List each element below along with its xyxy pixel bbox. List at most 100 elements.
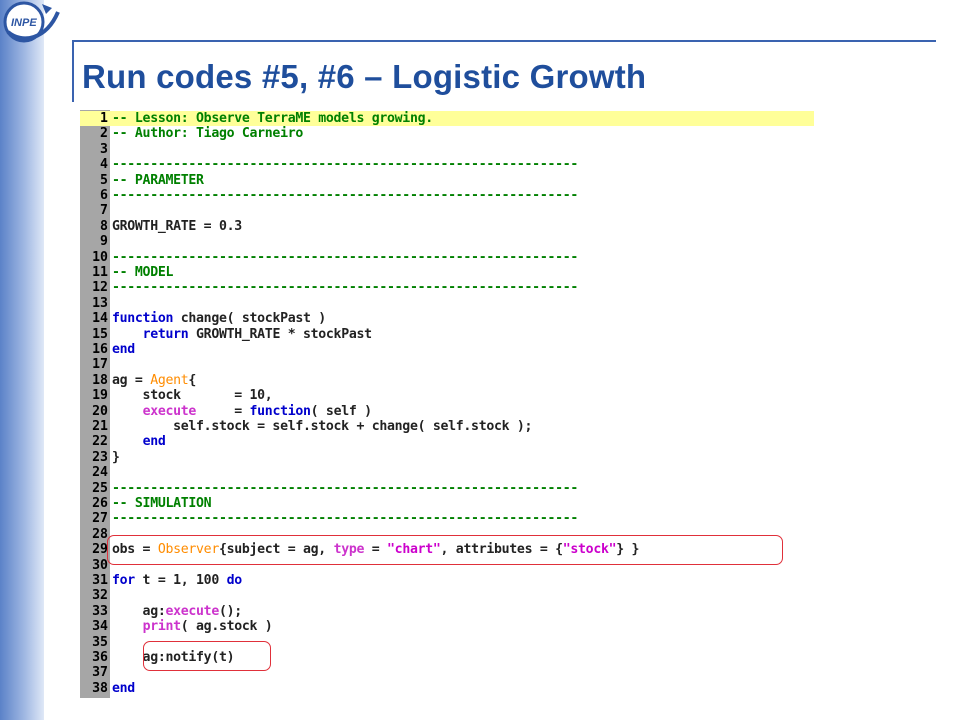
code-token: stock = 10, bbox=[112, 388, 273, 404]
code-line[interactable]: 5-- PARAMETER bbox=[80, 173, 814, 188]
code-text: ag:execute(); bbox=[112, 603, 243, 619]
code-line[interactable]: 20 execute = function( self ) bbox=[80, 404, 814, 419]
code-token: execute bbox=[142, 403, 197, 419]
code-token: ----------------------------------------… bbox=[112, 511, 579, 527]
code-text: end bbox=[112, 342, 135, 357]
code-token: do bbox=[226, 573, 243, 588]
code-text: end bbox=[112, 434, 166, 450]
line-number: 9 bbox=[100, 234, 108, 250]
line-number: 30 bbox=[92, 557, 108, 573]
code-line[interactable]: 33 ag:execute(); bbox=[80, 604, 814, 619]
code-token: Observer bbox=[157, 542, 219, 558]
code-text: } bbox=[112, 450, 120, 465]
code-token: Agent bbox=[150, 372, 189, 388]
notify-callout-box bbox=[143, 641, 271, 671]
code-line[interactable]: 24 bbox=[80, 465, 814, 480]
line-number: 14 bbox=[92, 311, 108, 327]
code-line[interactable]: 28 bbox=[80, 527, 814, 542]
code-token: } } bbox=[616, 542, 640, 558]
code-text: for t = 1, 100 do bbox=[112, 573, 242, 588]
code-line[interactable]: 1-- Lesson: Observe TerraME models growi… bbox=[80, 111, 814, 127]
code-token: ( ag.stock ) bbox=[180, 619, 273, 635]
line-number: 27 bbox=[92, 511, 108, 527]
code-line[interactable]: 37 bbox=[80, 665, 814, 680]
slide-title: Run codes #5, #6 – Logistic Growth bbox=[82, 58, 647, 95]
code-text: ----------------------------------------… bbox=[112, 511, 578, 526]
line-number: 5 bbox=[100, 172, 108, 188]
code-token: ag:notify(t) bbox=[112, 650, 235, 665]
line-number: 29 bbox=[92, 542, 108, 558]
left-decorative-band bbox=[0, 0, 44, 720]
code-token: "stock" bbox=[562, 542, 617, 558]
code-token: -- Author: Tiago Carneiro bbox=[112, 126, 303, 142]
code-line[interactable]: 14 function change( stockPast ) bbox=[80, 311, 814, 326]
code-line[interactable]: 2-- Author: Tiago Carneiro bbox=[80, 126, 814, 141]
code-line[interactable]: 4---------------------------------------… bbox=[80, 157, 814, 172]
code-token: t = 1, 100 bbox=[134, 573, 227, 588]
code-token: print bbox=[142, 619, 182, 635]
code-token: } bbox=[112, 449, 120, 465]
code-line[interactable]: 29 obs = Observer{subject = ag, type = "c… bbox=[80, 542, 814, 557]
code-text: GROWTH_RATE = 0.3 bbox=[112, 219, 242, 234]
code-line[interactable]: 10--------------------------------------… bbox=[80, 250, 814, 265]
code-line[interactable]: 30 bbox=[80, 558, 814, 573]
code-line[interactable]: 6---------------------------------------… bbox=[80, 188, 814, 203]
line-number-gutter bbox=[80, 110, 110, 698]
code-token: GROWTH_RATE = 0.3 bbox=[112, 218, 242, 234]
code-line[interactable]: 7 bbox=[80, 203, 814, 218]
line-number: 4 bbox=[100, 157, 108, 173]
code-token: -- SIMULATION bbox=[112, 496, 212, 511]
code-text: -- SIMULATION bbox=[112, 496, 212, 511]
code-text: ag:notify(t) bbox=[112, 650, 235, 665]
code-line[interactable]: 23} bbox=[80, 450, 814, 465]
line-number: 23 bbox=[92, 449, 108, 465]
code-token: obs = bbox=[112, 542, 158, 558]
line-number: 2 bbox=[100, 126, 108, 142]
code-token bbox=[112, 404, 143, 419]
code-text: print( ag.stock ) bbox=[112, 619, 273, 635]
observer-callout-box bbox=[107, 535, 783, 565]
code-line[interactable]: 27 --------------------------------------… bbox=[80, 511, 814, 526]
code-text: obs = Observer{subject = ag, type = "cha… bbox=[112, 542, 639, 557]
svg-text:INPE: INPE bbox=[11, 17, 37, 29]
code-line[interactable]: 15 return GROWTH_RATE * stockPast bbox=[80, 327, 814, 342]
code-editor[interactable]: 1-- Lesson: Observe TerraME models growi… bbox=[80, 110, 814, 698]
code-line[interactable]: 12--------------------------------------… bbox=[80, 280, 814, 295]
code-line[interactable]: 19 stock = 10, bbox=[80, 388, 814, 403]
code-token: execute bbox=[165, 603, 219, 619]
code-line[interactable]: 16 end bbox=[80, 342, 814, 357]
code-line[interactable]: 9 bbox=[80, 234, 814, 249]
line-number: 38 bbox=[92, 680, 108, 696]
code-line[interactable]: 22 end bbox=[80, 434, 814, 449]
code-line[interactable]: 26-- SIMULATION bbox=[80, 496, 814, 511]
title-rule-left bbox=[72, 40, 74, 102]
code-line[interactable]: 11-- MODEL bbox=[80, 265, 814, 280]
code-token: end bbox=[142, 434, 166, 450]
code-line[interactable]: 35 bbox=[80, 635, 814, 650]
code-line[interactable]: 17 bbox=[80, 357, 814, 372]
code-token: ----------------------------------------… bbox=[112, 480, 579, 496]
code-token bbox=[112, 327, 143, 342]
line-number: 25 bbox=[92, 480, 108, 496]
code-text: ag = Agent{ bbox=[112, 373, 196, 388]
code-text: return GROWTH_RATE * stockPast bbox=[112, 326, 373, 342]
code-token: type bbox=[333, 542, 365, 558]
code-line[interactable]: 13 bbox=[80, 296, 814, 311]
code-token: (); bbox=[218, 603, 242, 619]
code-token: for bbox=[112, 573, 135, 588]
code-line[interactable]: 21 self.stock = self.stock + change( sel… bbox=[80, 419, 814, 434]
code-token: ag: bbox=[112, 603, 166, 619]
code-line[interactable]: 32 bbox=[80, 588, 814, 603]
line-number: 16 bbox=[92, 342, 108, 357]
code-line[interactable]: 34 print( ag.stock ) bbox=[80, 619, 814, 634]
code-line[interactable]: 36 ag:notify(t) bbox=[80, 650, 814, 665]
code-token: return bbox=[142, 326, 189, 342]
code-text: function change( stockPast ) bbox=[112, 311, 326, 326]
code-line[interactable]: 25 --------------------------------------… bbox=[80, 481, 814, 496]
code-text: ----------------------------------------… bbox=[112, 481, 578, 496]
code-line[interactable]: 3 bbox=[80, 142, 814, 157]
